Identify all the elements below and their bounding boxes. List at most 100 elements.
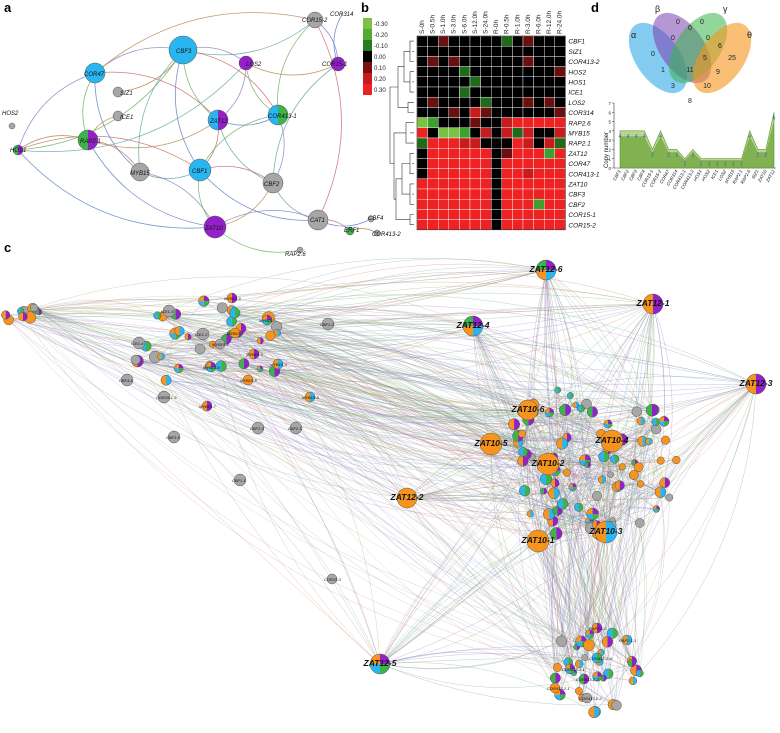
panel-c-small-node[interactable] xyxy=(586,406,598,418)
panel-c-small-node[interactable] xyxy=(603,419,613,429)
node-hos2[interactable] xyxy=(8,122,16,130)
panel-c-small-node[interactable] xyxy=(660,435,670,445)
panel-c-labelled-node[interactable] xyxy=(578,673,590,685)
hub-node-zat12-1[interactable] xyxy=(642,293,664,315)
panel-c-labelled-node[interactable] xyxy=(205,361,217,373)
panel-c-labelled-node[interactable] xyxy=(304,391,316,403)
panel-c-small-node[interactable] xyxy=(526,510,534,518)
panel-c-small-node[interactable] xyxy=(173,363,184,374)
panel-c-small-node[interactable] xyxy=(592,491,602,501)
panel-c-small-node[interactable] xyxy=(18,311,28,322)
node-cbf2[interactable] xyxy=(262,172,284,194)
node-myb15[interactable] xyxy=(130,162,150,182)
panel-c-small-node[interactable] xyxy=(194,343,206,355)
panel-c-small-node[interactable] xyxy=(559,403,572,416)
panel-c-small-node[interactable] xyxy=(555,635,568,647)
panel-c-small-node[interactable] xyxy=(1,310,11,320)
panel-c-small-node[interactable] xyxy=(256,365,264,373)
panel-c-small-node[interactable] xyxy=(160,374,172,386)
panel-c-labelled-node[interactable] xyxy=(591,652,603,664)
panel-c-labelled-node[interactable] xyxy=(289,421,303,435)
panel-c-labelled-node[interactable] xyxy=(162,304,176,318)
panel-c-small-node[interactable] xyxy=(636,416,646,426)
panel-c-labelled-node[interactable] xyxy=(157,390,171,404)
panel-c-small-node[interactable] xyxy=(566,392,574,399)
panel-c-small-node[interactable] xyxy=(652,505,661,513)
hub-node-zat12-4[interactable] xyxy=(462,315,484,337)
panel-c-small-node[interactable] xyxy=(548,487,560,500)
panel-c-small-node[interactable] xyxy=(603,668,614,679)
panel-c-small-node[interactable] xyxy=(627,658,636,668)
panel-c-labelled-node[interactable] xyxy=(132,336,146,350)
panel-c-small-node[interactable] xyxy=(611,700,622,711)
panel-c-small-node[interactable] xyxy=(544,407,555,418)
panel-c-small-node[interactable] xyxy=(153,311,162,320)
panel-c-small-node[interactable] xyxy=(549,672,561,684)
panel-c-small-node[interactable] xyxy=(581,654,589,662)
panel-c-labelled-node[interactable] xyxy=(242,374,254,386)
panel-c-small-node[interactable] xyxy=(585,629,595,639)
panel-c-labelled-node[interactable] xyxy=(229,327,241,339)
panel-c-small-node[interactable] xyxy=(658,416,670,427)
panel-c-small-node[interactable] xyxy=(575,659,584,669)
node-zat12[interactable] xyxy=(207,109,229,131)
panel-c-small-node[interactable] xyxy=(633,462,644,472)
panel-c-small-node[interactable] xyxy=(651,417,660,426)
panel-c-small-node[interactable] xyxy=(628,470,639,480)
node-cor47[interactable] xyxy=(84,62,106,84)
panel-c-labelled-node[interactable] xyxy=(261,314,273,326)
panel-c-small-node[interactable] xyxy=(568,483,577,492)
node-cor15-2[interactable] xyxy=(306,11,324,29)
hub-node-zat10-3[interactable] xyxy=(594,520,618,544)
panel-c-small-node[interactable] xyxy=(517,429,527,438)
panel-c-labelled-node[interactable] xyxy=(196,327,210,341)
hub-node-zat12-6[interactable] xyxy=(535,259,557,281)
panel-c-small-node[interactable] xyxy=(265,330,276,341)
panel-c-small-node[interactable] xyxy=(618,463,626,471)
panel-c-small-node[interactable] xyxy=(216,302,228,314)
hub-node-zat10-5[interactable] xyxy=(479,432,503,456)
panel-c-small-node[interactable] xyxy=(586,507,599,521)
hub-node-zat12-5[interactable] xyxy=(369,653,391,675)
panel-c-small-node[interactable] xyxy=(517,455,529,467)
node-los2[interactable] xyxy=(238,55,254,71)
node-hos1[interactable] xyxy=(12,144,24,156)
panel-c-labelled-node[interactable] xyxy=(272,358,284,370)
panel-c-small-node[interactable] xyxy=(238,358,250,370)
hub-node-zat10-1[interactable] xyxy=(526,529,550,553)
panel-c-labelled-node[interactable] xyxy=(214,338,226,350)
node-ice1[interactable] xyxy=(112,110,124,122)
panel-c-small-node[interactable] xyxy=(645,437,653,446)
panel-c-small-node[interactable] xyxy=(273,328,282,337)
panel-c-small-node[interactable] xyxy=(508,418,520,431)
panel-c-small-node[interactable] xyxy=(645,404,659,417)
panel-c-small-node[interactable] xyxy=(518,447,528,457)
panel-c-small-node[interactable] xyxy=(554,386,561,394)
panel-c-small-node[interactable] xyxy=(553,663,562,672)
panel-c-labelled-node[interactable] xyxy=(201,400,213,412)
hub-node-zat10-6[interactable] xyxy=(517,399,539,421)
hub-node-zat12-2[interactable] xyxy=(396,487,418,509)
panel-c-small-node[interactable] xyxy=(654,486,667,498)
node-cbf3[interactable] xyxy=(168,35,198,65)
panel-c-small-node[interactable] xyxy=(588,706,600,719)
node-rap2-1[interactable] xyxy=(77,129,99,151)
panel-c-small-node[interactable] xyxy=(35,308,43,316)
panel-c-small-node[interactable] xyxy=(215,360,227,372)
panel-c-small-node[interactable] xyxy=(606,627,618,639)
hub-node-zat12-3[interactable] xyxy=(745,373,767,395)
node-zat10[interactable] xyxy=(203,215,227,239)
node-cor15-1[interactable] xyxy=(330,56,346,72)
node-erf1[interactable] xyxy=(345,226,355,236)
panel-c-labelled-node[interactable] xyxy=(251,421,265,435)
panel-c-small-node[interactable] xyxy=(198,295,210,307)
node-cat1[interactable] xyxy=(307,209,329,231)
panel-c-small-node[interactable] xyxy=(597,475,607,484)
panel-c-small-node[interactable] xyxy=(557,498,569,510)
panel-c-small-node[interactable] xyxy=(556,437,569,450)
panel-c-labelled-node[interactable] xyxy=(326,573,338,585)
hub-node-zat10-2[interactable] xyxy=(536,452,560,476)
panel-c-labelled-node[interactable] xyxy=(564,663,576,675)
panel-c-small-node[interactable] xyxy=(601,636,614,648)
panel-c-small-node[interactable] xyxy=(635,518,645,528)
